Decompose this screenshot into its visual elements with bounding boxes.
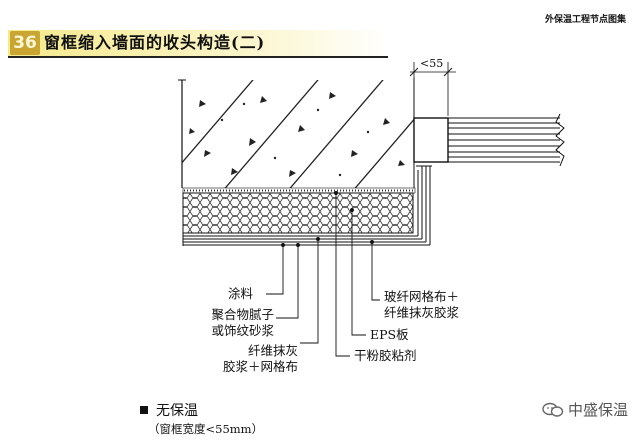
- leader-lines: [266, 191, 380, 357]
- sub-note: （窗框宽度<55mm）: [148, 422, 264, 436]
- page-title: 窗框缩入墙面的收头构造(二): [44, 33, 266, 52]
- watermark-text: 中盛保温: [567, 401, 628, 419]
- label-fiberglass-text: 玻纤网格布＋ 纤维抹灰胶浆: [384, 289, 460, 320]
- wechat-icon: [542, 402, 564, 418]
- window-frame: [413, 113, 565, 167]
- label-adhesive: 干粉胶粘剂: [354, 348, 417, 363]
- dimension-label: <55: [420, 57, 444, 70]
- label-mortar-mesh: 纤维抹灰 胶浆＋网格布: [194, 343, 298, 375]
- label-putty: 聚合物腻子 或饰纹砂浆: [190, 307, 274, 339]
- label-putty-text: 聚合物腻子 或饰纹砂浆: [211, 307, 274, 338]
- dimension-line: [409, 62, 456, 116]
- note-text: 无保温: [156, 403, 198, 419]
- label-mortar-mesh-text: 纤维抹灰 胶浆＋网格布: [222, 343, 298, 374]
- note-row: 无保温: [140, 400, 198, 420]
- eps-board: [182, 192, 414, 234]
- label-paint: 涂料: [228, 286, 254, 301]
- title-underline: [8, 56, 388, 58]
- section-number: 36: [10, 31, 40, 55]
- watermark: 中盛保温: [542, 399, 628, 420]
- atlas-label: 外保温工程节点图集: [544, 15, 626, 25]
- label-fiberglass: 玻纤网格布＋ 纤维抹灰胶浆: [384, 289, 504, 321]
- bullet-square: [140, 406, 148, 414]
- title-banner: [8, 30, 388, 56]
- label-eps: EPS板: [370, 327, 409, 342]
- concrete-wall: [182, 80, 414, 188]
